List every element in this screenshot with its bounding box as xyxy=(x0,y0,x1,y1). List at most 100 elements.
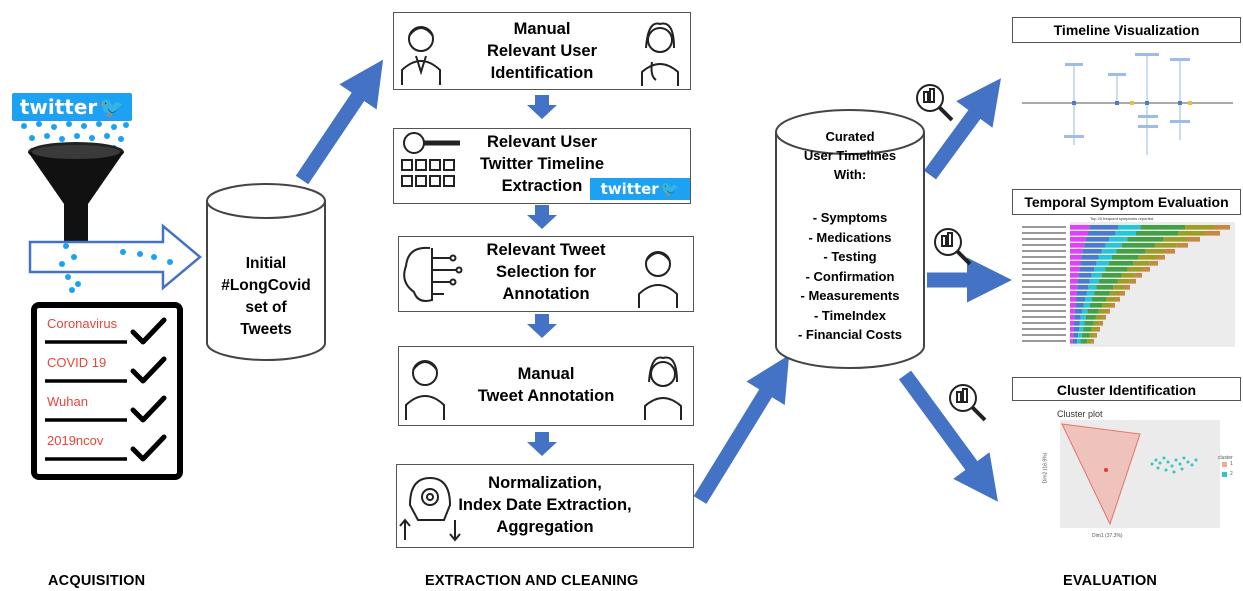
stacked-bar-segment xyxy=(1082,309,1088,314)
stacked-bar-segment xyxy=(1105,243,1122,248)
stacked-bar-segment xyxy=(1102,315,1106,320)
stacked-bar-segment xyxy=(1119,291,1125,296)
stacked-bar-segment xyxy=(1070,309,1075,314)
stacked-bar-segment xyxy=(1080,339,1088,344)
stacked-bar-segment xyxy=(1108,261,1134,266)
check-icons xyxy=(130,317,167,462)
panel-title-cluster: Cluster Identification xyxy=(1012,377,1241,401)
arrow-to-timeline xyxy=(923,78,1001,180)
twitter-logo: twitter🐦 xyxy=(12,93,132,121)
curated-title-line-3: With: xyxy=(833,167,867,182)
stacked-bar-segment xyxy=(1099,279,1118,284)
stacked-bar-segment xyxy=(1083,303,1090,308)
bar-label-placeholder xyxy=(1022,286,1066,288)
stacked-bar-segment xyxy=(1101,249,1117,254)
bar-label-placeholder xyxy=(1022,226,1066,228)
gear-head-icon xyxy=(399,476,461,542)
doctor-male-icon-3 xyxy=(405,360,445,420)
stacked-bar-segment xyxy=(1070,249,1083,254)
stacked-bar-segment xyxy=(1087,309,1099,314)
stacked-bar-segment xyxy=(1092,297,1106,302)
stacked-bar-segment xyxy=(1129,279,1136,284)
stacked-bar-segment xyxy=(1076,291,1087,296)
stacked-bar-segment xyxy=(1140,225,1186,230)
stacked-bar-segment xyxy=(1073,333,1079,338)
step-5-line-2: Index Date Extraction, xyxy=(458,496,632,514)
stacked-bar-segment xyxy=(1080,315,1086,320)
step-tweet-selection: Relevant Tweet Selection for Annotation xyxy=(398,236,694,312)
bird-icon-small: 🐦 xyxy=(660,180,680,198)
stacked-bar-segment xyxy=(1176,243,1188,248)
stacked-bar-segment xyxy=(1124,285,1130,290)
stacked-bar-segment xyxy=(1089,225,1118,230)
stacked-bar-segment xyxy=(1087,339,1092,344)
step-2-title: Relevant User Twitter Timeline Extractio… xyxy=(394,131,690,197)
stacked-bar-segment xyxy=(1076,297,1085,302)
stacked-bar-segment xyxy=(1105,267,1128,272)
bar-label-placeholder xyxy=(1022,292,1066,294)
stacked-bar-segment xyxy=(1085,297,1092,302)
temporal-symptom-thumbnail xyxy=(1022,222,1235,347)
stacked-bar-segment xyxy=(1149,261,1158,266)
step-3-line-3: Annotation xyxy=(502,285,590,303)
stacked-bar-segment xyxy=(1085,315,1096,320)
step-2-line-1: Relevant User xyxy=(486,133,598,151)
step-4-line-1: Manual xyxy=(517,365,575,383)
stacked-bar-segment xyxy=(1070,267,1080,272)
stacked-bar-segment xyxy=(1070,279,1078,284)
bar-label-placeholder xyxy=(1022,268,1066,270)
stacked-bar-segment xyxy=(1078,333,1082,338)
stacked-bar-segment xyxy=(1106,297,1115,302)
stacked-bar-segment xyxy=(1084,243,1106,248)
stacked-bar-segment xyxy=(1096,285,1114,290)
stacked-bar-segment xyxy=(1070,255,1082,260)
stacked-bar-segment xyxy=(1145,249,1165,254)
step-1-title: Manual Relevant User Identification xyxy=(394,18,690,84)
stacked-bar-segment xyxy=(1084,321,1094,326)
cluster-plot-thumbnail xyxy=(1060,420,1227,528)
stacked-bar-segment xyxy=(1073,321,1080,326)
step-5-line-1: Normalization, xyxy=(488,474,602,492)
step-arrow-4 xyxy=(527,432,557,456)
step-3-line-1: Relevant Tweet xyxy=(486,241,606,259)
temporal-chart-title: Top 20 frequent symptoms reported xyxy=(1090,216,1154,221)
stacked-bar-segment xyxy=(1070,297,1076,302)
step-1-line-1: Manual xyxy=(513,20,571,38)
step-5-title: Normalization, Index Date Extraction, Ag… xyxy=(397,472,693,538)
initial-set-line-1: Initial xyxy=(245,255,287,272)
stacked-bar-segment xyxy=(1093,321,1100,326)
stacked-bar-segment xyxy=(1083,327,1092,332)
doctor-female-icon-1 xyxy=(641,22,679,86)
stacked-bar-segment xyxy=(1077,279,1090,284)
stacked-bar-segment xyxy=(1077,339,1081,344)
bar-label-placeholder xyxy=(1022,334,1066,336)
bar-label-placeholder xyxy=(1022,304,1066,306)
curated-item-confirmation: - Confirmation xyxy=(805,268,895,284)
stacked-bar-segment xyxy=(1127,237,1164,242)
step-2-line-3: Extraction xyxy=(501,177,583,195)
arrow-to-cluster xyxy=(898,370,998,502)
initial-set-line-3: set of xyxy=(245,299,287,316)
funnel-icon xyxy=(28,142,124,242)
keyword-wuhan: Wuhan xyxy=(47,394,88,409)
cluster-ylabel: Dim2 (16.9%) xyxy=(1042,452,1049,484)
bar-label-placeholder xyxy=(1022,238,1066,240)
stacked-bar-segment xyxy=(1079,321,1085,326)
stacked-bar-segment xyxy=(1134,273,1142,278)
stacked-bar-segment xyxy=(1070,315,1075,320)
curated-item-timeindex: - TimeIndex xyxy=(813,307,886,323)
stacked-bar-segment xyxy=(1088,231,1115,236)
twitter-badge-text: twitter xyxy=(600,180,659,198)
curated-title: Curated User Timelines With: xyxy=(774,127,926,184)
stacked-bar-segment xyxy=(1070,291,1077,296)
checklist-lines xyxy=(45,317,167,462)
stacked-bar-segment xyxy=(1070,225,1090,230)
bar-label-placeholder xyxy=(1022,340,1066,342)
stacked-bar-segment xyxy=(1115,297,1120,302)
bar-label-placeholder xyxy=(1022,280,1066,282)
stacked-bar-segment xyxy=(1118,225,1141,230)
stacked-bar-segment xyxy=(1138,255,1156,260)
magnifier-chart-icon-3 xyxy=(949,384,987,422)
bird-icon: 🐦 xyxy=(99,95,125,119)
